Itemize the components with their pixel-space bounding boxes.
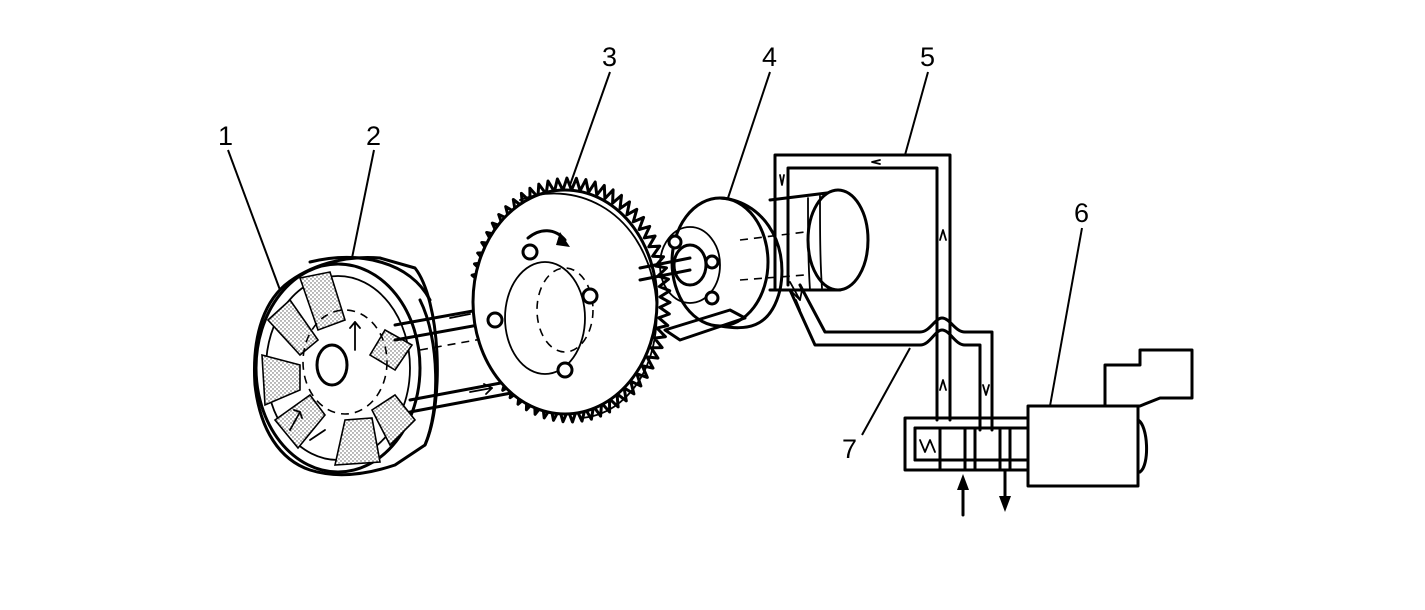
camshaft-journal: [739, 188, 870, 301]
callout-6: 6: [1074, 198, 1089, 228]
leader-5: [904, 71, 929, 156]
callout-7: 7: [842, 434, 857, 464]
callout-3: 3: [602, 42, 617, 72]
leader-3: [569, 71, 611, 186]
callout-5: 5: [920, 42, 935, 72]
callout-4: 4: [762, 42, 777, 72]
callout-2: 2: [366, 121, 381, 151]
leader-4: [727, 71, 771, 199]
leader-lines: [227, 71, 1083, 436]
callout-1: 1: [218, 121, 233, 151]
leader-6: [1049, 227, 1083, 407]
camshaft-sprocket: [470, 176, 672, 424]
callout-labels: 1 2 3 4 5 6 7: [218, 42, 1089, 464]
phaser-cover: [638, 196, 784, 342]
leader-1: [227, 149, 281, 291]
leader-7: [861, 347, 911, 436]
phaser-rotor: [261, 271, 417, 466]
oil-control-valve: [903, 348, 1194, 517]
leader-2: [351, 149, 375, 259]
oil-feed-line: [773, 153, 994, 432]
